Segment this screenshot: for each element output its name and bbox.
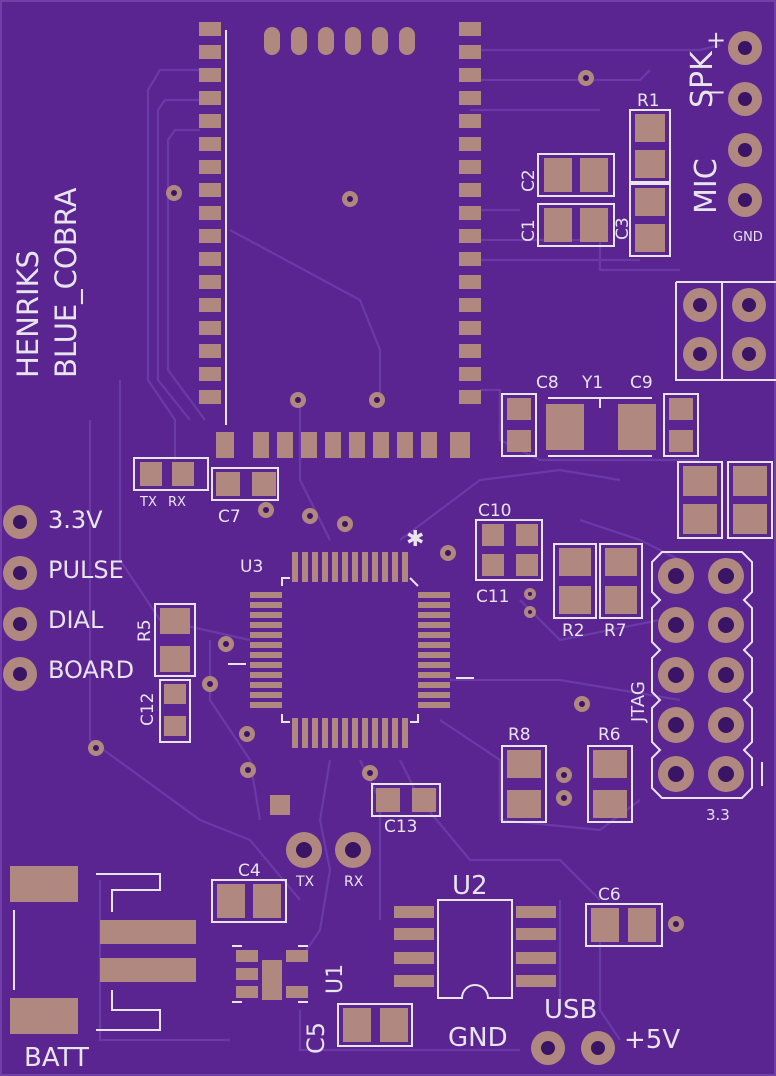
u1-label: U1	[323, 964, 348, 994]
c4-label: C4	[238, 861, 261, 881]
module-right-pads	[459, 22, 481, 404]
gnd-label: GND	[448, 1023, 508, 1053]
battery-connector: BATT	[10, 866, 196, 1073]
txrx-jumper: TX RX	[133, 457, 209, 510]
r2-label: R2	[562, 621, 585, 641]
batt-label: BATT	[24, 1043, 89, 1073]
gnd-small-label: GND	[733, 230, 763, 245]
jtag-3v3-label: 3.3	[706, 806, 730, 824]
c12-label: C12	[138, 692, 158, 726]
test-pad	[270, 795, 290, 815]
pin1-star: ✱	[406, 527, 424, 552]
c9-label: C9	[630, 373, 653, 393]
u3-bottom-pins	[292, 718, 408, 748]
module-left-pads	[199, 22, 221, 404]
c10-label: C10	[478, 501, 512, 521]
u2-label: U2	[452, 871, 488, 901]
tx-label: TX	[295, 874, 315, 890]
c10-c11: C10 C11	[475, 501, 543, 607]
crystal-y1: C8 Y1 C9	[501, 373, 699, 457]
header-2x2	[675, 281, 776, 381]
r7-label: R7	[604, 621, 627, 641]
copper-traces	[88, 43, 721, 1052]
serial-txrx: TX RX	[286, 832, 371, 890]
r1-label: R1	[637, 91, 660, 111]
spk-plus-label: +	[706, 26, 726, 54]
pin-pulse-label: PULSE	[48, 556, 124, 584]
usb-power-header: GND USB +5V	[448, 995, 680, 1065]
board-title-line2: BLUE_COBRA	[49, 187, 83, 378]
r5-c12: R5 C12	[135, 603, 196, 743]
u3-qfp: U3 ✱	[228, 527, 474, 748]
c11-label: C11	[476, 587, 510, 607]
c13: C13	[371, 783, 441, 837]
plus5v-label: +5V	[624, 1025, 680, 1055]
vias	[88, 70, 684, 932]
c7: C7	[211, 467, 279, 527]
caps-right-pair	[677, 461, 773, 539]
r8-label: R8	[508, 725, 531, 745]
power-left: C4 U1 C5	[211, 861, 413, 1054]
mic-label: MIC	[689, 158, 724, 214]
usb-label: USB	[544, 995, 597, 1025]
pin-dial-label: DIAL	[48, 606, 104, 634]
module-top-oval-pads	[264, 27, 415, 55]
tx-small-label: TX	[139, 495, 157, 510]
passives-top-right: R1 C3 C2 C1	[519, 91, 671, 257]
c2-label: C2	[519, 169, 539, 192]
left-io-header: 3.3V PULSE DIAL BOARD	[3, 505, 134, 691]
rx-small-label: RX	[168, 495, 186, 510]
c6: C6	[585, 885, 663, 947]
c7-label: C7	[218, 507, 241, 527]
r5-label: R5	[135, 619, 155, 642]
spk-label: SPK	[685, 50, 720, 108]
r6-label: R6	[598, 725, 621, 745]
bt-module	[199, 22, 481, 458]
c6-label: C6	[598, 885, 621, 905]
jtag-header: JTAG 3.3	[628, 551, 763, 824]
r8-r6: R8 R6	[501, 725, 633, 823]
r2-r7: R2 R7	[553, 543, 643, 641]
module-bottom-pads	[216, 432, 470, 458]
speaker-mic-header: SPK + − MIC GND	[685, 26, 763, 245]
u3-left-pins	[250, 592, 282, 708]
c3-label: C3	[613, 217, 633, 240]
c5-label: C5	[302, 1022, 330, 1054]
y1-label: Y1	[581, 373, 603, 393]
c8-label: C8	[536, 373, 559, 393]
u3-top-pins	[292, 552, 408, 582]
u3-label: U3	[240, 557, 263, 577]
spk-minus-label: −	[706, 78, 726, 106]
rx-label: RX	[344, 874, 364, 890]
c13-label: C13	[384, 817, 418, 837]
jtag-label: JTAG	[628, 681, 649, 723]
u3-right-pins	[418, 592, 450, 708]
pin-3v3-label: 3.3V	[48, 506, 103, 534]
board-title-line1: HENRIKS	[11, 250, 45, 378]
u2-soic: U2	[394, 871, 556, 999]
pin-board-label: BOARD	[48, 656, 134, 684]
c1-label: C1	[519, 219, 539, 242]
